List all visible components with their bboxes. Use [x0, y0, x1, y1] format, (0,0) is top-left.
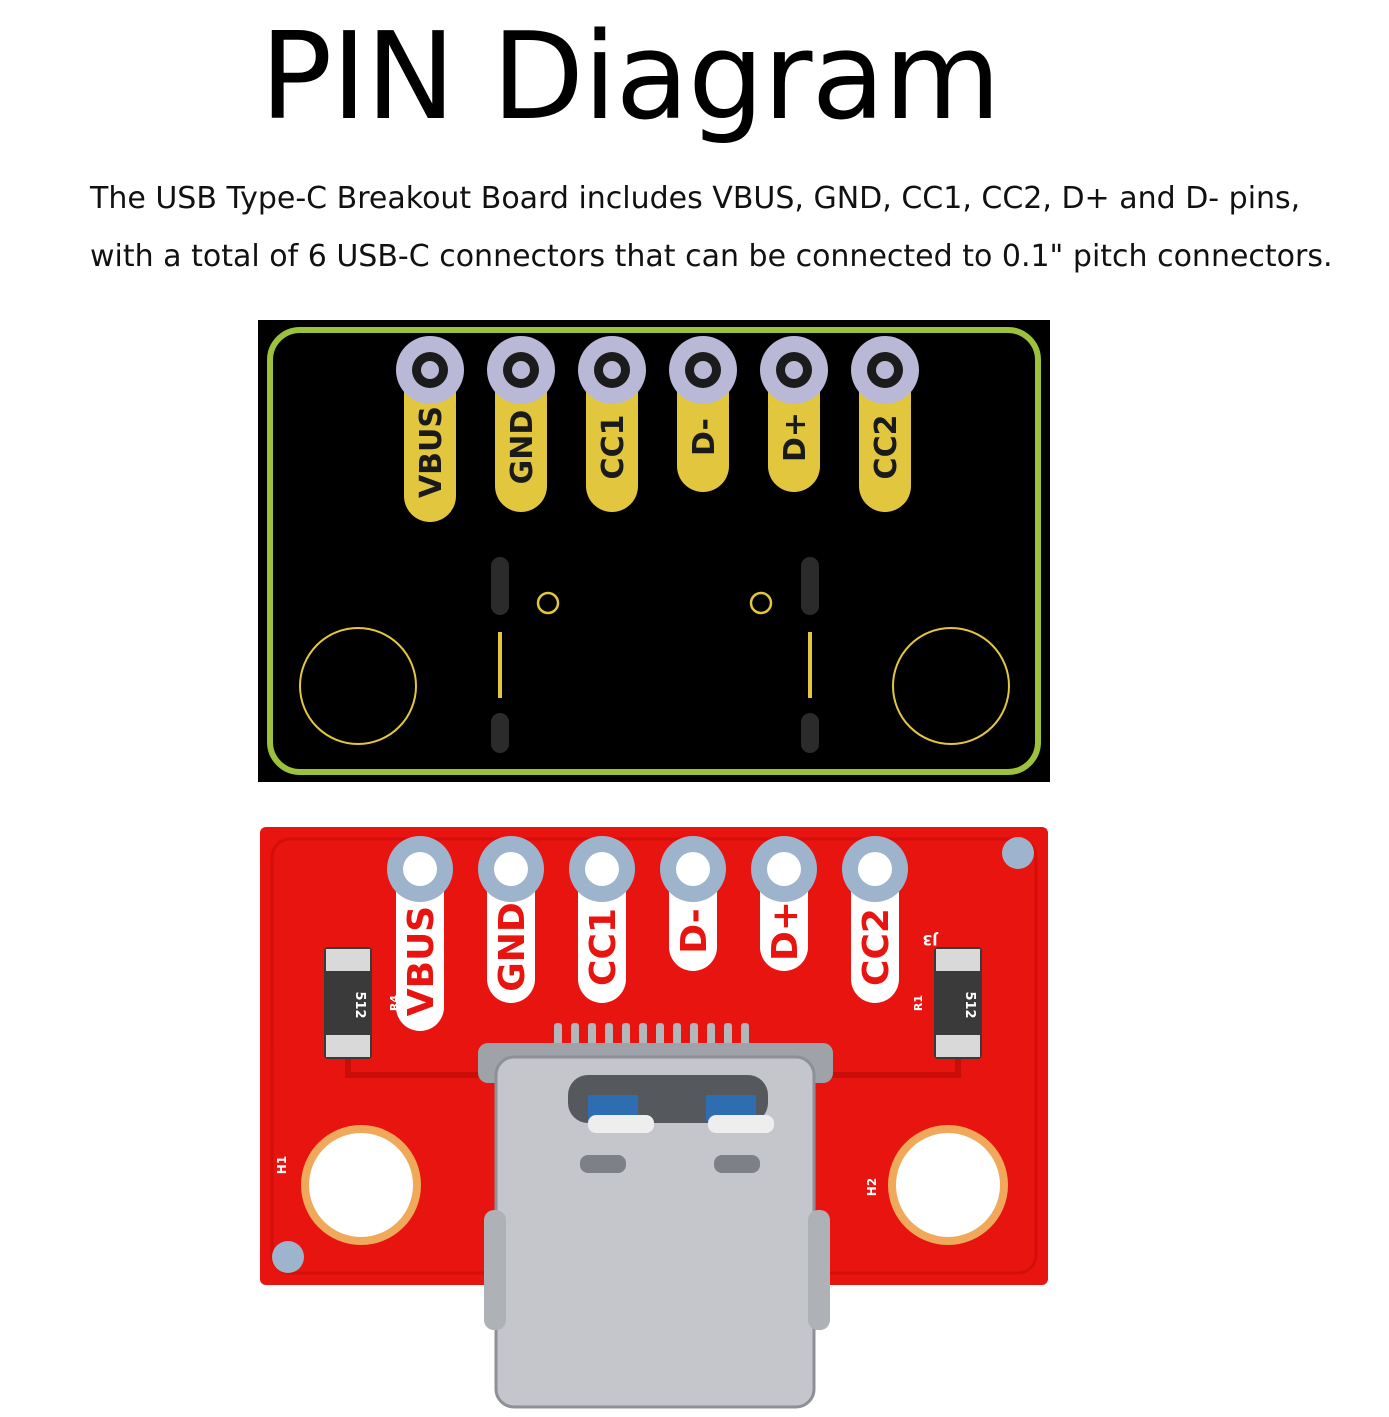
corner-via-bottom-left — [272, 1241, 304, 1273]
mounting-hole-right — [896, 1133, 1000, 1237]
description-line-2: with a total of 6 USB-C connectors that … — [90, 239, 1333, 274]
page-title: PIN Diagram — [260, 8, 1001, 147]
bottom-pin-label-cc1: CC1 — [583, 908, 624, 986]
label-h2: H2 — [865, 1178, 879, 1196]
bottom-pin-group: VBUS GND CC1 D- D+ CC2 — [387, 836, 908, 1031]
top-pin-gnd: GND — [487, 336, 555, 512]
alignment-hole-right — [749, 591, 773, 615]
shell-slot-left-lower — [491, 713, 509, 753]
mounting-hole-right — [892, 627, 1010, 745]
description-line-1: The USB Type-C Breakout Board includes V… — [90, 181, 1301, 216]
top-pin-dminus: D- — [669, 336, 737, 492]
top-pin-label-vbus: VBUS — [414, 406, 449, 498]
mounting-hole-left — [309, 1133, 413, 1237]
pcb-photo-diagram: VBUS GND CC1 D- D+ CC2 512 R4 512 R1 J3 H1 H2 — [260, 827, 1048, 1409]
bottom-pin-label-gnd: GND — [492, 902, 533, 992]
top-pin-vbus: VBUS — [396, 336, 464, 522]
top-pin-cc1: CC1 — [578, 336, 646, 512]
alignment-hole-left — [536, 591, 560, 615]
bottom-pin-dminus: D- — [660, 836, 726, 971]
bottom-pin-gnd: GND — [478, 836, 544, 1003]
bottom-pin-label-cc2: CC2 — [856, 908, 897, 986]
bottom-pin-vbus: VBUS — [387, 836, 453, 1031]
resistor-r1-code: 512 — [962, 991, 977, 1018]
pcb-layout-diagram: VBUS GND CC1 D- D+ CC2 — [258, 320, 1050, 782]
bottom-pin-label-dplus: D+ — [765, 901, 806, 961]
top-pin-label-cc1: CC1 — [596, 415, 631, 480]
bottom-pin-label-vbus: VBUS — [401, 906, 442, 1016]
shell-slot-right-upper — [801, 557, 819, 615]
description: The USB Type-C Breakout Board includes V… — [90, 170, 1370, 286]
board-outline — [267, 327, 1041, 775]
bottom-pin-cc1: CC1 — [569, 836, 635, 1003]
top-pin-label-dminus: D- — [687, 418, 722, 456]
shell-slot-left-upper — [491, 557, 509, 615]
mounting-hole-left — [299, 627, 417, 745]
usb-c-connector — [478, 1023, 833, 1409]
shell-slot-right-lower — [801, 713, 819, 753]
top-pin-label-dplus: D+ — [778, 412, 813, 462]
top-pin-group: VBUS GND CC1 D- D+ CC2 — [396, 336, 919, 522]
resistor-r4-code: 512 — [352, 991, 367, 1018]
bottom-pin-cc2: CC2 — [842, 836, 908, 1003]
bottom-pin-dplus: D+ — [751, 836, 817, 971]
resistor-r4: 512 R4 — [324, 947, 401, 1059]
label-h1: H1 — [275, 1156, 289, 1174]
label-j3: J3 — [923, 931, 939, 947]
top-pin-label-gnd: GND — [505, 410, 540, 485]
top-pin-cc2: CC2 — [851, 336, 919, 512]
label-r4: R4 — [388, 995, 401, 1011]
resistor-r1: 512 R1 — [912, 947, 982, 1059]
label-r1: R1 — [912, 995, 925, 1011]
top-pin-label-cc2: CC2 — [869, 415, 904, 480]
corner-via-top-right — [1002, 837, 1034, 869]
top-pin-dplus: D+ — [760, 336, 828, 492]
bottom-pin-label-dminus: D- — [674, 908, 715, 954]
